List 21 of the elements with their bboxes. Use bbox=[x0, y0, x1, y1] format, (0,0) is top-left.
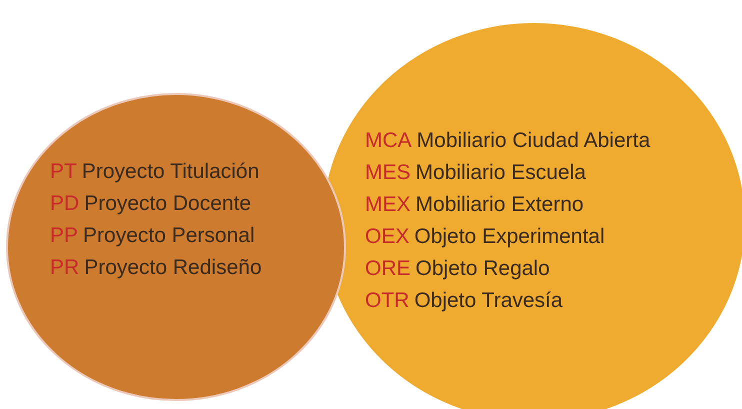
code-label: PR bbox=[50, 256, 80, 279]
code-label: MCA bbox=[365, 129, 412, 152]
code-label: MEX bbox=[365, 193, 411, 216]
category-label: Mobiliario Ciudad Abierta bbox=[416, 129, 650, 152]
category-label: Proyecto Personal bbox=[83, 224, 255, 247]
category-label: Mobiliario Escuela bbox=[416, 161, 586, 184]
code-label: PP bbox=[50, 224, 78, 247]
code-label: OTR bbox=[365, 289, 410, 312]
code-label: MES bbox=[365, 161, 411, 184]
category-label: Mobiliario Externo bbox=[416, 193, 584, 216]
category-label: Proyecto Rediseño bbox=[84, 256, 262, 279]
category-label: Proyecto Titulación bbox=[82, 160, 260, 183]
code-label: ORE bbox=[365, 257, 411, 280]
category-label: Objeto Experimental bbox=[414, 225, 605, 248]
category-label: Objeto Regalo bbox=[416, 257, 550, 280]
ellipse-region bbox=[6, 93, 346, 401]
code-label: OEX bbox=[365, 225, 410, 248]
code-label: PD bbox=[50, 192, 80, 215]
code-label: PT bbox=[50, 160, 77, 183]
category-label: Objeto Travesía bbox=[414, 289, 563, 312]
category-label: Proyecto Docente bbox=[84, 192, 252, 215]
